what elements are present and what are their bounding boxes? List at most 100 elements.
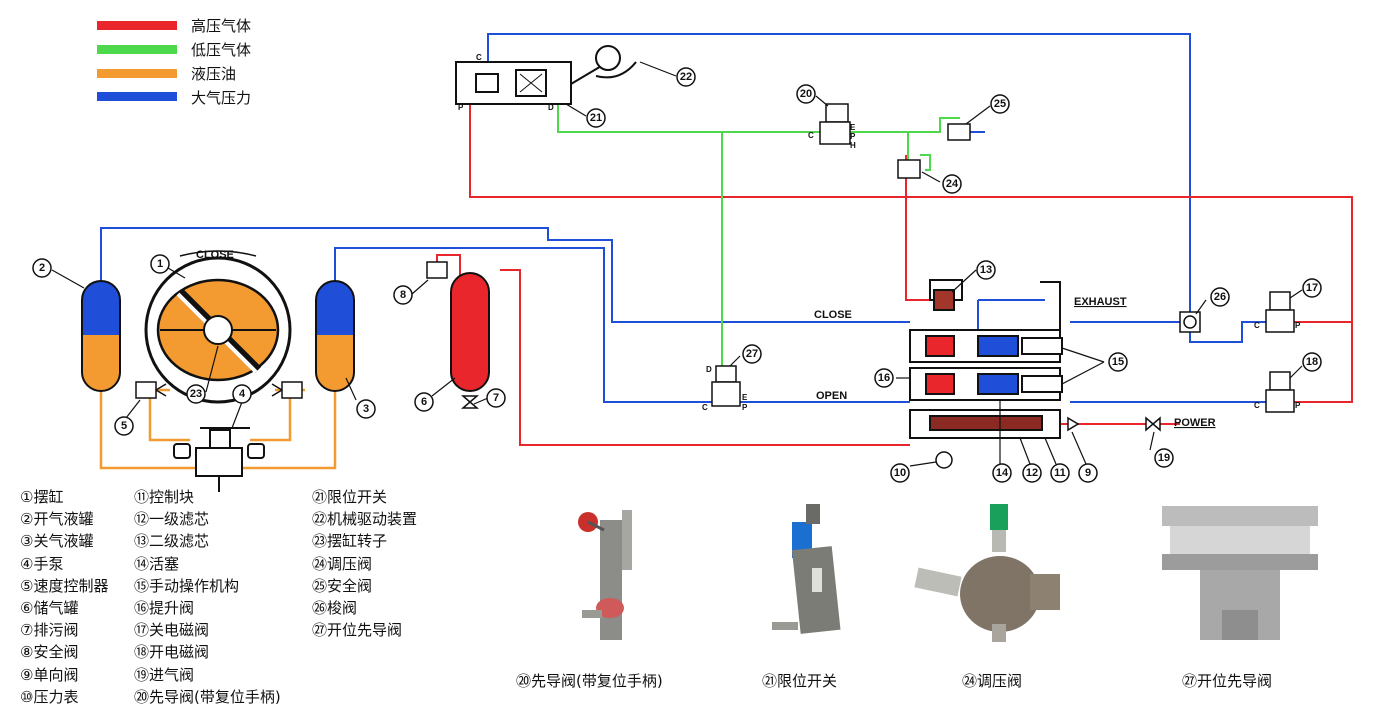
- part-item: ⑮手动操作机构: [134, 576, 240, 595]
- legend-swatch-atmospheric: [97, 92, 177, 101]
- svg-text:1: 1: [157, 258, 163, 270]
- callout-25: 25: [990, 94, 1010, 114]
- callout-2: 2: [32, 258, 52, 278]
- part-item: ⑳先导阀(带复位手柄): [134, 687, 281, 706]
- close-line-label: CLOSE: [814, 309, 852, 321]
- part-item: ㉒机械驱动装置: [312, 510, 418, 529]
- callout-23: 23: [186, 384, 206, 404]
- part-item: ㉔调压阀: [312, 554, 373, 573]
- drain-valve: [460, 395, 480, 409]
- caption-limit-switch: ㉑限位开关: [762, 672, 838, 690]
- part-item: ③关气液罐: [20, 532, 94, 551]
- close-solenoid-valve: [1265, 291, 1295, 333]
- pilot-valve-photo: [578, 510, 632, 640]
- power-label: POWER: [1174, 417, 1216, 429]
- inlet-valve: [1145, 416, 1161, 432]
- mechanical-drive: [570, 45, 637, 85]
- high-pressure-lines: [436, 104, 1353, 446]
- port-c-17: C: [1254, 321, 1260, 330]
- legend-label-hydraulic-oil: 液压油: [191, 65, 236, 83]
- legend-swatch-high-pressure: [97, 21, 177, 30]
- callout-5: 5: [114, 416, 134, 436]
- part-item: ⑯提升阀: [134, 598, 195, 617]
- svg-text:6: 6: [421, 396, 427, 408]
- port-h-20: H: [850, 141, 856, 150]
- limit-switch-block: [455, 61, 572, 105]
- pressure-regulator: [897, 159, 921, 179]
- svg-text:20: 20: [800, 88, 812, 100]
- close-direction-label: CLOSE: [196, 249, 234, 261]
- open-solenoid-valve: [1265, 371, 1295, 413]
- callout-26: 26: [1210, 287, 1230, 307]
- part-item: ⑱开电磁阀: [134, 643, 210, 662]
- callout-8: 8: [393, 285, 413, 305]
- open-gas-liquid-tank: [81, 280, 121, 392]
- svg-text:25: 25: [994, 98, 1006, 110]
- part-item: ㉑限位开关: [312, 488, 388, 506]
- svg-text:14: 14: [996, 467, 1009, 479]
- part-item: ⑧安全阀: [20, 643, 79, 662]
- callout-6: 6: [414, 392, 434, 412]
- pilot-valve-20: [819, 103, 851, 145]
- shuttle-valve: [1179, 311, 1201, 333]
- callout-10: 10: [890, 463, 910, 483]
- port-p-20: P: [850, 132, 856, 141]
- safety-valve-25: [947, 123, 971, 141]
- callout-24: 24: [942, 174, 962, 194]
- swing-cylinder: [144, 250, 292, 404]
- callout-19: 19: [1154, 448, 1174, 468]
- hand-pump: [173, 427, 265, 492]
- callout-13: 13: [976, 260, 996, 280]
- svg-text:26: 26: [1214, 291, 1226, 303]
- svg-text:17: 17: [1306, 282, 1318, 294]
- legend-label-atmospheric: 大气压力: [191, 89, 251, 107]
- low-pressure-lines: [557, 104, 960, 366]
- port-e-20: E: [850, 123, 856, 132]
- callout-20: 20: [796, 84, 816, 104]
- open-pilot-valve: [711, 365, 741, 407]
- svg-text:8: 8: [400, 289, 406, 301]
- part-item: ㉗开位先导阀: [312, 621, 403, 640]
- parts-list-column-1: ①摆缸 ②开气液罐 ③关气液罐 ④手泵 ⑤速度控制器 ⑥储气罐 ⑦排污阀 ⑧安全…: [20, 486, 108, 708]
- part-item: ㉖梭阀: [312, 598, 358, 617]
- svg-text:23: 23: [190, 388, 202, 400]
- open-pilot-valve-photo: [1162, 506, 1318, 640]
- callout-7: 7: [486, 388, 506, 408]
- legend-swatch-hydraulic-oil: [97, 69, 177, 78]
- part-item: ⑫一级滤芯: [134, 510, 210, 529]
- callout-22: 22: [676, 67, 696, 87]
- svg-text:4: 4: [239, 388, 246, 400]
- port-p-18: P: [1295, 401, 1301, 410]
- part-item: ⑪控制块: [134, 488, 195, 506]
- atmospheric-lines: [100, 33, 1270, 403]
- callout-leaders: [51, 61, 1303, 467]
- svg-text:13: 13: [980, 264, 992, 276]
- part-item: ①摆缸: [20, 488, 64, 506]
- part-item: ⑩压力表: [20, 687, 79, 706]
- port-c-21: C: [476, 53, 482, 62]
- port-d-21: D: [548, 103, 554, 112]
- port-p-17: P: [1295, 321, 1301, 330]
- exhaust-label: EXHAUST: [1074, 296, 1127, 308]
- port-d-27: D: [706, 365, 712, 374]
- part-item: ⑥储气罐: [20, 598, 79, 617]
- part-item: ⑨单向阀: [20, 665, 79, 684]
- port-c-27: C: [702, 403, 708, 412]
- open-line-label: OPEN: [816, 390, 847, 402]
- svg-text:15: 15: [1112, 356, 1124, 368]
- part-item: ⑦排污阀: [20, 621, 79, 640]
- callout-16: 16: [874, 368, 894, 388]
- part-item: ⑭活塞: [134, 554, 180, 573]
- pressure-regulator-photo: [914, 504, 1060, 642]
- callout-1: 1: [150, 254, 170, 274]
- svg-text:21: 21: [590, 112, 602, 124]
- port-p-27: P: [742, 403, 748, 412]
- callout-3: 3: [356, 399, 376, 419]
- safety-valve-8: [426, 261, 448, 279]
- svg-text:19: 19: [1158, 452, 1170, 464]
- part-item: ㉓摆缸转子: [312, 532, 388, 551]
- legend-label-high-pressure: 高压气体: [191, 17, 251, 35]
- svg-text:11: 11: [1054, 467, 1066, 479]
- svg-text:10: 10: [894, 467, 906, 479]
- part-item: ⑲进气阀: [134, 665, 195, 684]
